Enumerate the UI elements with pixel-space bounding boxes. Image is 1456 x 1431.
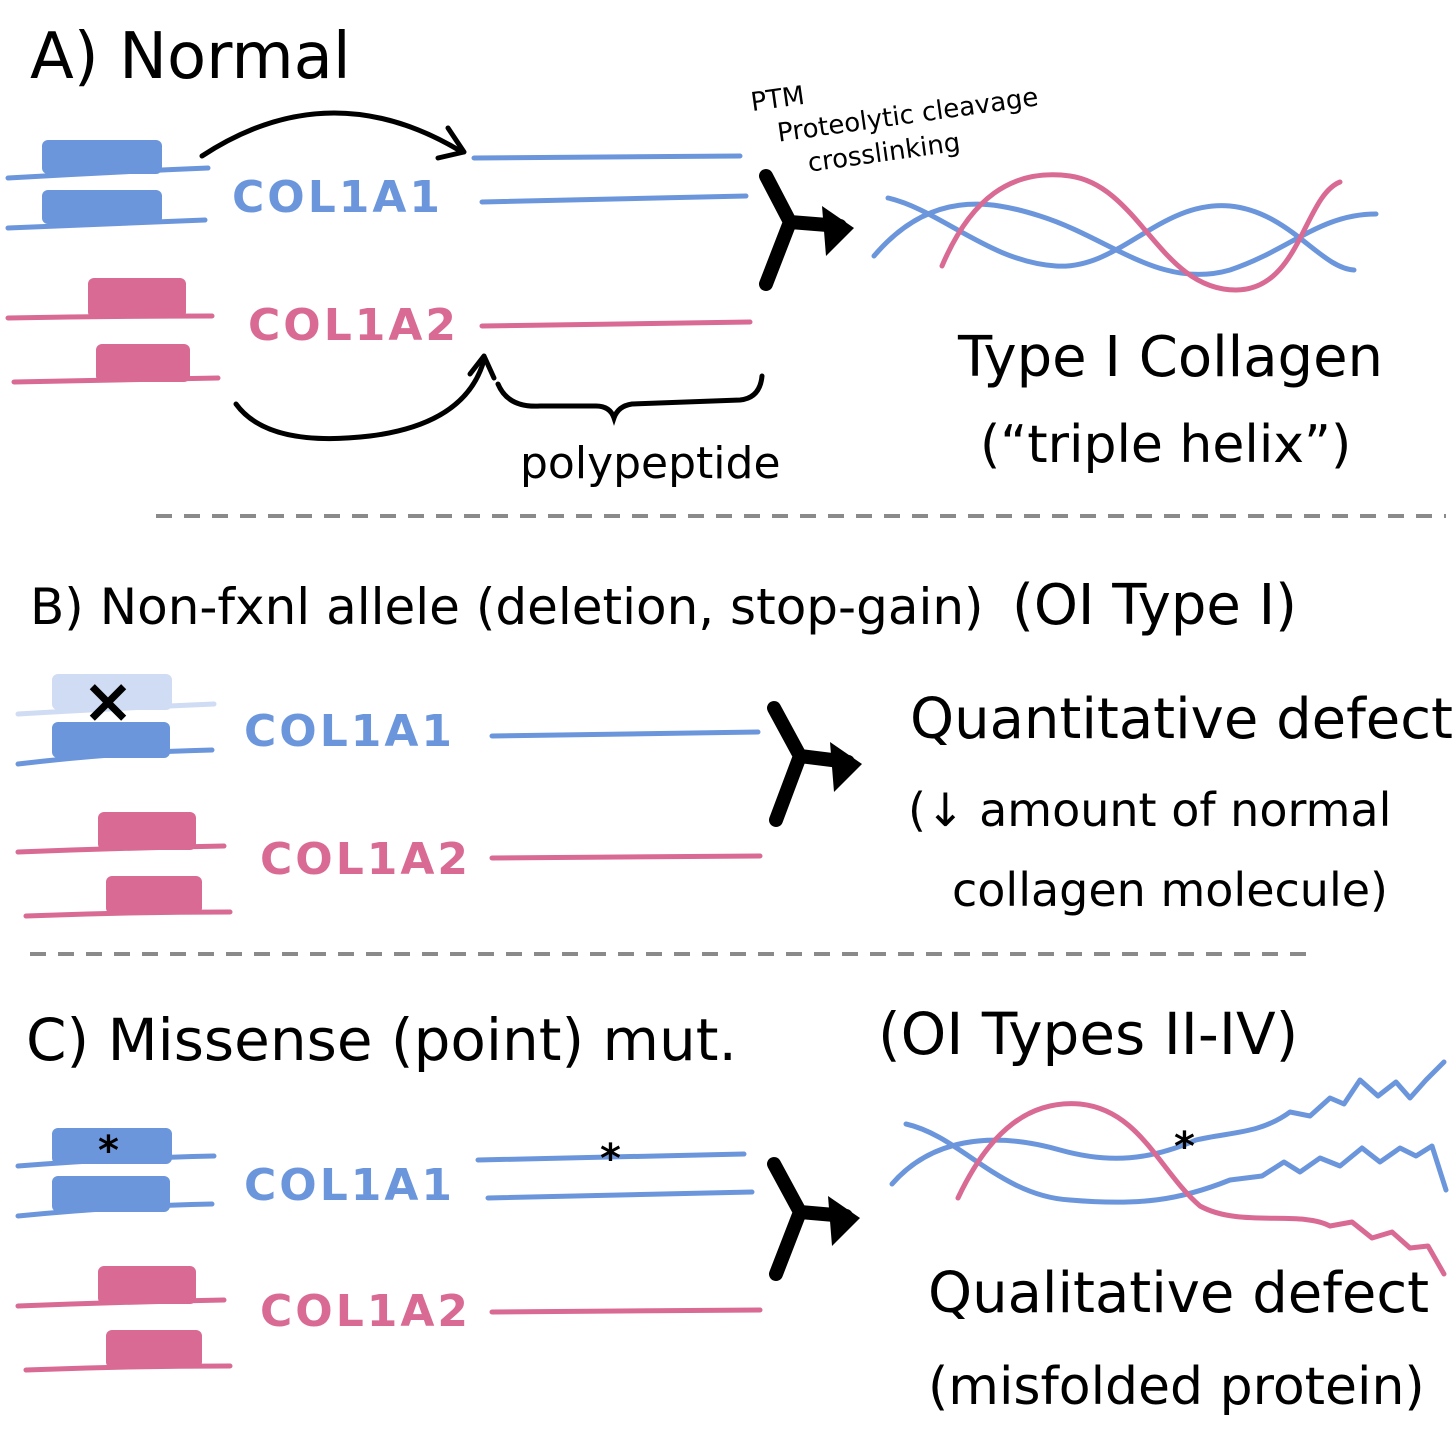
panel-a-heading: A) Normal	[30, 20, 351, 94]
panel-c-col1a2-alleles	[15, 1266, 233, 1373]
helix-strand-blue	[885, 195, 1357, 273]
polypeptide-chain-blue	[479, 193, 749, 205]
helix-strand-pink	[939, 172, 1343, 293]
allele-exon-block	[42, 190, 162, 224]
processing-arrowhead	[830, 742, 862, 792]
allele-exon-block	[42, 140, 162, 174]
panel-a: A) Normal COL1A1 COL1A2 polypeptide	[5, 20, 1383, 489]
triple-helix-label: (“triple helix”)	[980, 415, 1351, 475]
quantitative-defect-line-1: (↓ amount of normal	[908, 783, 1391, 837]
translation-arrow-bottom	[233, 357, 487, 442]
panel-c-gene-col1a2: COL1A2	[260, 1286, 471, 1337]
polypeptide-chain-blue-mutated	[475, 1151, 747, 1163]
panel-c-gene-col1a1: COL1A1	[244, 1160, 455, 1211]
allele-exon-block-nonfunctional	[52, 674, 172, 710]
panel-b-gene-col1a1: COL1A1	[244, 706, 455, 757]
mutation-mark-chain: *	[600, 1136, 621, 1182]
allele-exon-block	[106, 876, 202, 914]
panel-b-heading: B) Non-fxnl allele (deletion, stop-gain)	[30, 578, 984, 636]
helix-strand-pink	[955, 1101, 1447, 1277]
misfolded-helix	[889, 1059, 1449, 1277]
quantitative-defect-title: Quantitative defect	[910, 687, 1453, 752]
panel-c-col1a1-alleles	[15, 1128, 217, 1219]
polypeptide-label: polypeptide	[520, 438, 781, 489]
panel-b-col1a2-alleles	[15, 812, 233, 919]
panel-b-gene-col1a2: COL1A2	[260, 834, 471, 885]
panel-a-col1a1-alleles	[5, 140, 211, 231]
polypeptide-chain-pink	[489, 853, 763, 861]
allele-exon-block	[98, 1266, 196, 1304]
ptm-line-1: PTM	[749, 81, 807, 118]
translation-arrow-top	[199, 110, 465, 159]
panel-b-col1a1-alleles	[15, 674, 217, 767]
polypeptide-chain-blue	[485, 1189, 755, 1201]
misfolded-protein-label: (misfolded protein)	[928, 1357, 1425, 1417]
ptm-notes: PTM Proteolytic cleavage crosslinking	[749, 81, 1040, 179]
allele-exon-block	[96, 344, 190, 382]
type-i-collagen-title: Type I Collagen	[957, 325, 1383, 390]
polypeptide-chain-pink	[479, 319, 753, 329]
panel-a-col1a2-alleles	[5, 278, 221, 385]
polypeptide-brace	[495, 373, 765, 426]
panel-c-oi-types: (OI Types II-IV)	[878, 1000, 1298, 1068]
polypeptide-chain-blue	[489, 729, 761, 739]
arrowhead	[435, 125, 467, 161]
panel-b: B) Non-fxnl allele (deletion, stop-gain)…	[15, 573, 1453, 919]
panel-a-gene-col1a1: COL1A1	[232, 172, 443, 223]
processing-arrowhead	[822, 206, 854, 256]
quantitative-defect-line-2: collagen molecule)	[952, 863, 1388, 917]
allele-exon-block	[52, 1176, 170, 1212]
triple-helix	[871, 172, 1379, 293]
allele-exon-block-mutated	[52, 1128, 172, 1164]
panel-b-oi-type: (OI Type I)	[1012, 573, 1297, 638]
processing-arrowhead	[828, 1196, 860, 1246]
allele-exon-block	[106, 1330, 202, 1368]
panel-a-gene-col1a2: COL1A2	[248, 300, 459, 351]
deletion-x-mark: ×	[82, 664, 134, 737]
qualitative-defect-title: Qualitative defect	[928, 1261, 1429, 1326]
arrowhead	[467, 353, 497, 381]
allele-exon-block	[52, 722, 170, 758]
allele-exon-block	[88, 278, 186, 318]
helix-strand-blue	[903, 1121, 1449, 1205]
polypeptide-chain-blue	[471, 153, 743, 161]
mutation-mark-allele: *	[98, 1128, 119, 1174]
panel-c-heading: C) Missense (point) mut.	[26, 1006, 737, 1074]
helix-strand-blue	[889, 1059, 1447, 1187]
panel-c: C) Missense (point) mut. (OI Types II-IV…	[15, 1000, 1449, 1417]
mutation-mark-helix: *	[1174, 1124, 1195, 1170]
polypeptide-chain-pink	[489, 1307, 763, 1315]
allele-exon-block	[98, 812, 196, 850]
